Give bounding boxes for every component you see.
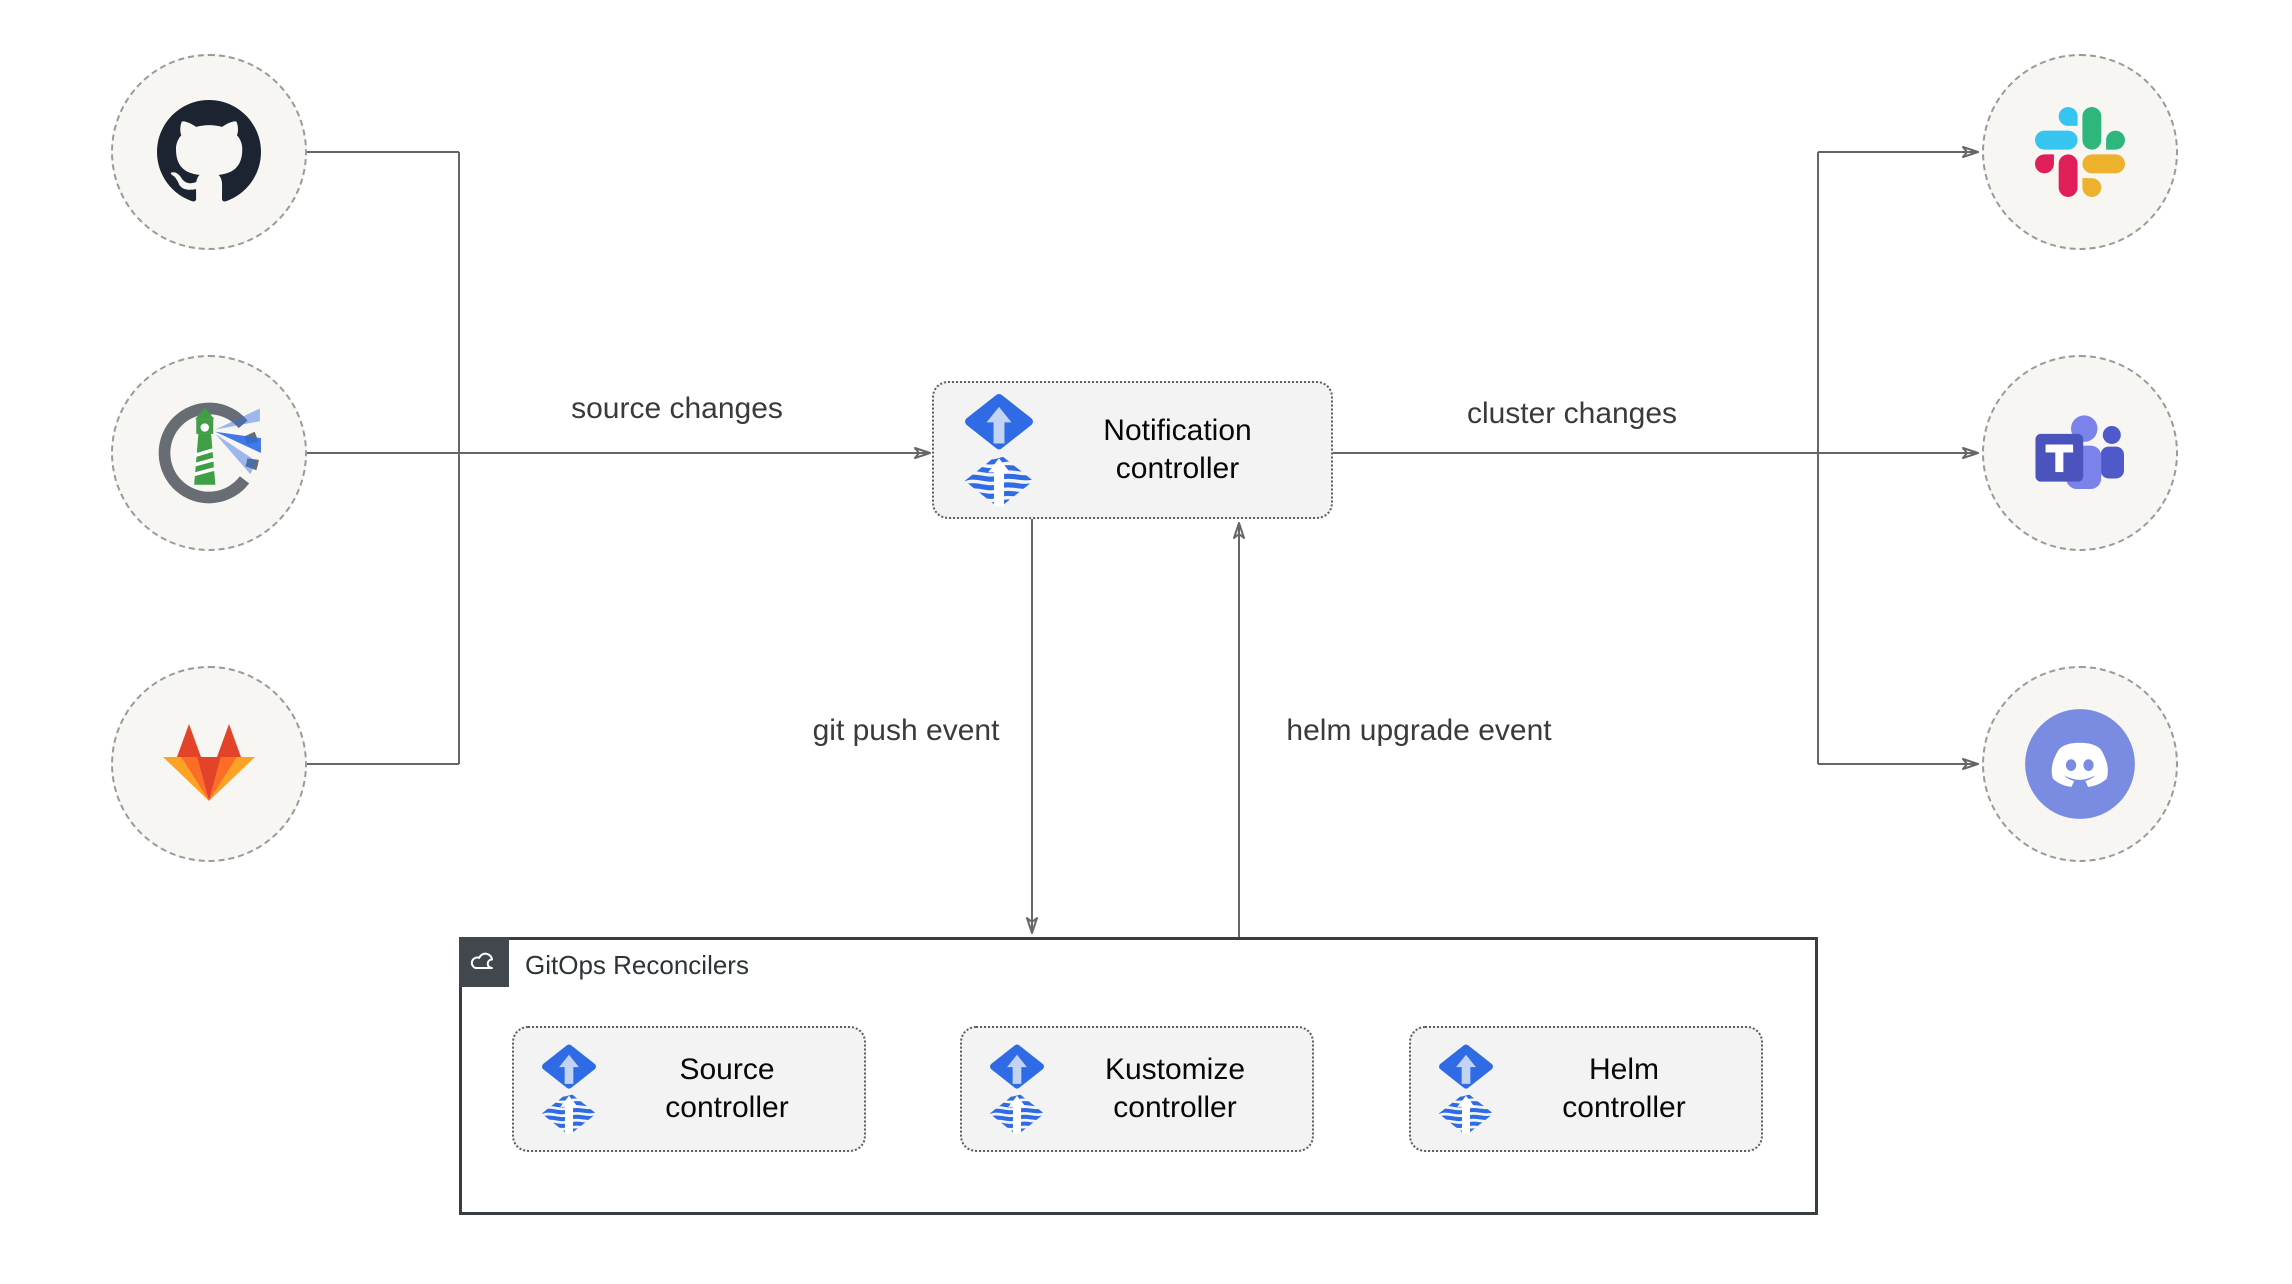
discord-icon <box>2024 708 2136 820</box>
edge-label-git-push-event: git push event <box>812 714 1000 747</box>
notification-controller-node: Notification controller <box>932 381 1333 519</box>
flux-icon <box>538 1043 600 1136</box>
source-node-github <box>111 54 307 250</box>
cloud-badge <box>459 937 509 987</box>
helm-controller-node: Helm controller <box>1409 1026 1763 1152</box>
source-node-gitlab <box>111 666 307 862</box>
flux-icon <box>986 1043 1048 1136</box>
kustomize-controller-label: Kustomize controller <box>1104 1053 1246 1124</box>
slack-icon <box>2035 107 2125 197</box>
target-node-discord <box>1982 666 2178 862</box>
helm-controller-label: Helm controller <box>1562 1053 1686 1124</box>
flux-icon <box>960 392 1038 509</box>
edge-label-helm-upgrade-event: helm upgrade event <box>1286 714 1552 747</box>
flux-icon <box>1435 1043 1497 1136</box>
source-controller-label: Source controller <box>665 1053 789 1124</box>
gitlab-icon <box>159 721 259 807</box>
cloud-icon <box>468 946 500 978</box>
edge-label-cluster-changes: cluster changes <box>1466 397 1678 430</box>
harbor-icon <box>156 400 262 506</box>
target-node-teams <box>1982 355 2178 551</box>
kustomize-controller-node: Kustomize controller <box>960 1026 1314 1152</box>
notification-controller-label: Notification controller <box>1103 414 1252 485</box>
source-controller-node: Source controller <box>512 1026 866 1152</box>
gitops-reconcilers-title: GitOps Reconcilers <box>525 950 749 980</box>
target-node-slack <box>1982 54 2178 250</box>
teams-icon <box>2027 400 2133 506</box>
source-node-harbor <box>111 355 307 551</box>
edge-label-source-changes: source changes <box>571 392 783 425</box>
github-icon <box>157 100 261 204</box>
